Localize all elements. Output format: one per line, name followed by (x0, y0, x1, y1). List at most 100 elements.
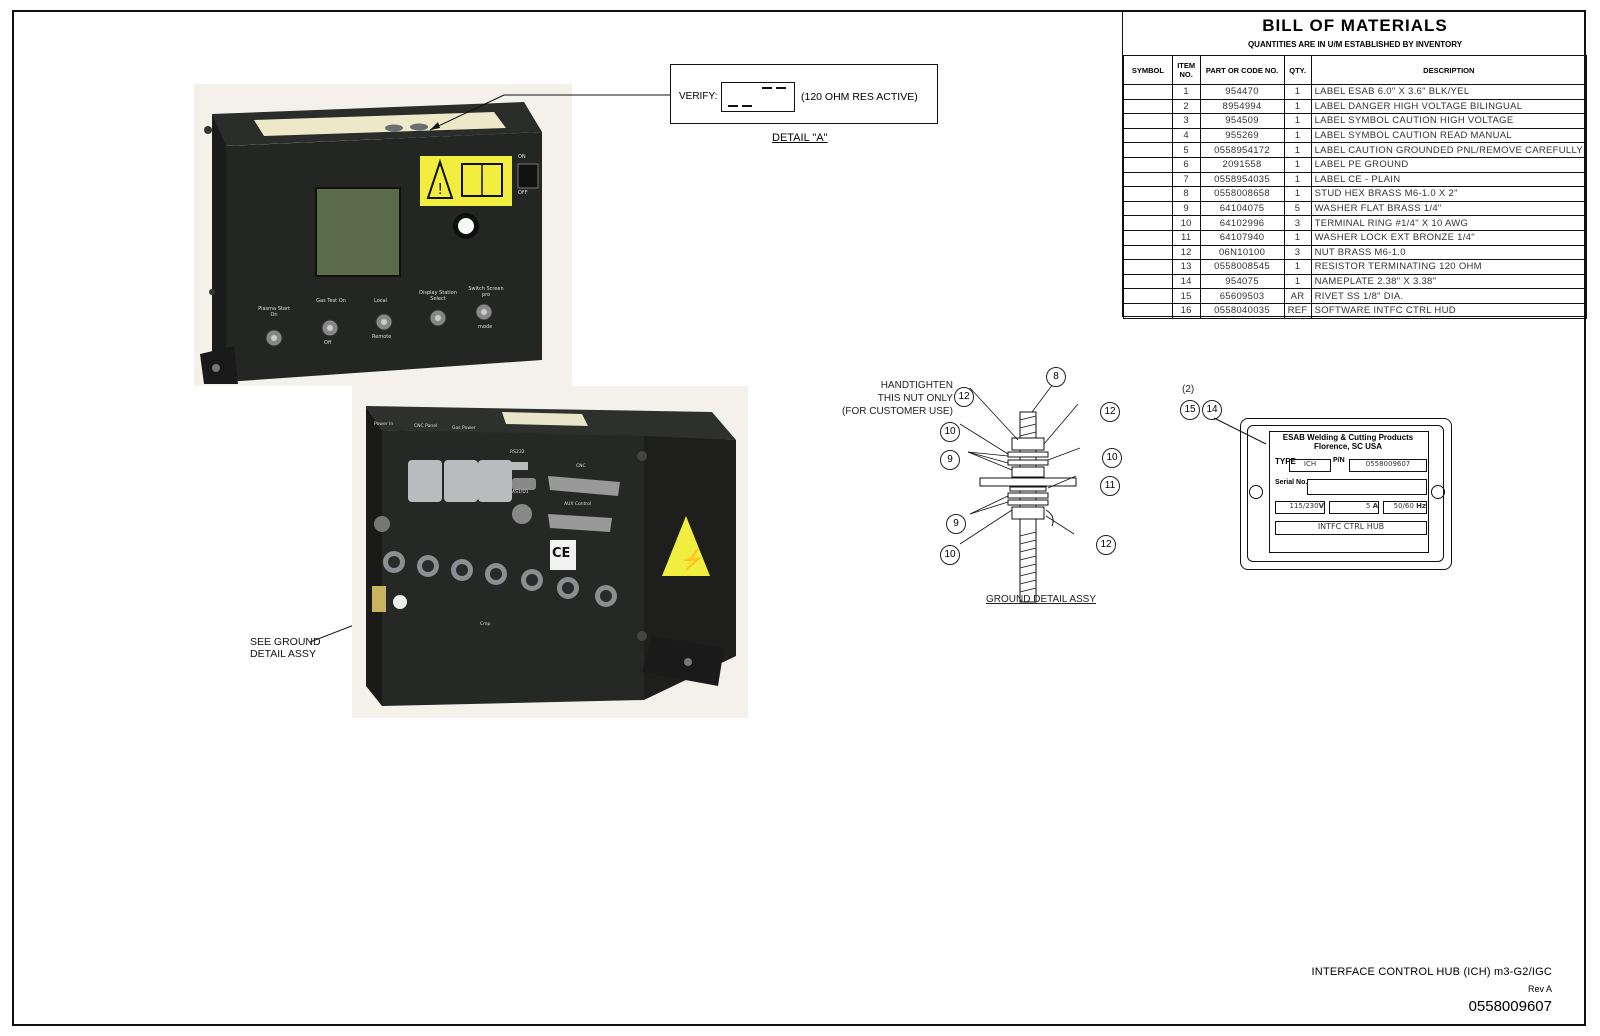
handtighten-line3: (FOR CUSTOMER USE) (842, 406, 953, 417)
switch-label-switch-screen: Switch Screen pro (468, 286, 504, 298)
svg-text:⚡: ⚡ (680, 547, 705, 571)
bom-subtitle: QUANTITIES ARE IN U/M ESTABLISHED BY INV… (1247, 40, 1463, 49)
callout-10-bottom: 10 (940, 545, 960, 565)
bom-header-part: PART OR CODE NO. (1199, 55, 1285, 85)
ce-mark: CE (552, 546, 571, 561)
verify-label: VERIFY: (679, 91, 718, 102)
bom-cell-description: SOFTWARE INTFC CTRL HUD (1310, 302, 1588, 319)
rear-label-cnc-panel: CNC Panel (414, 424, 438, 429)
pn-value: 0558009607 (1349, 459, 1427, 472)
bom-header-symbol: SYMBOL (1123, 55, 1173, 85)
power-off-label: OFF (518, 190, 528, 196)
switch-label-display-station: Display Station Select (419, 290, 457, 302)
freq-field: 50/60 Hz (1383, 501, 1427, 514)
pn-label: P/N (1333, 457, 1345, 464)
callout-10-left: 10 (940, 422, 960, 442)
handtighten-note: HANDTIGHTEN THIS NUT ONLY (FOR CUSTOMER … (842, 379, 953, 418)
ground-note-line1: SEE GROUND (250, 636, 321, 648)
callout-15: 15 (1180, 400, 1200, 420)
freq-value: 50/60 (1393, 502, 1414, 510)
front-panel-photo: ! ON OFF Plasma Start On Gas Test On Off… (194, 84, 572, 386)
bom-header-item: ITEM NO. (1171, 55, 1201, 85)
bom-cell-part: 0558040035 (1199, 302, 1285, 319)
ground-note: SEE GROUND DETAIL ASSY (250, 636, 321, 660)
nameplate: ESAB Welding & Cutting Products Florence… (1240, 418, 1452, 570)
amps-field: 5 A (1329, 501, 1379, 514)
callout-12-top: 12 (954, 387, 974, 407)
bom-header-description: DESCRIPTION (1310, 55, 1588, 85)
detail-a: VERIFY: (120 OHM RES ACTIVE) (670, 64, 938, 124)
callout-12-bottom: 12 (1096, 535, 1116, 555)
rear-label-rs232: RS232 (510, 450, 525, 455)
ground-note-line2: DETAIL ASSY (250, 648, 316, 660)
drawing-border (12, 10, 1586, 1026)
serial-field (1307, 479, 1427, 495)
amps-value: 5 (1365, 502, 1371, 510)
drawing-title: INTERFACE CONTROL HUB (ICH) m3-G2/IGC (1311, 966, 1552, 978)
bill-of-materials: BILL OF MATERIALS QUANTITIES ARE IN U/M … (1122, 12, 1588, 319)
rear-label-cmp: Cmp (480, 622, 491, 627)
handtighten-line2: THIS NUT ONLY (877, 393, 953, 404)
rear-label-power-in: Power In (374, 422, 394, 427)
callout-11: 11 (1100, 476, 1120, 496)
detail-a-caption: DETAIL "A" (772, 132, 828, 144)
switch-label-local: Local (374, 298, 387, 304)
callout-9-top: 9 (940, 450, 960, 470)
bom-cell-item: 16 (1171, 302, 1201, 319)
callout-8: 8 (1046, 367, 1066, 387)
rear-label-anybus: AS1/D1 (512, 490, 529, 495)
switch-sub-off: Off (324, 340, 332, 346)
ground-detail-caption: GROUND DETAIL ASSY (986, 594, 1097, 605)
rear-panel-drawing: ⚡ (366, 406, 736, 706)
nameplate-name: INTFC CTRL HUB (1275, 521, 1427, 535)
rear-label-gas-power: Gas Power (452, 426, 476, 431)
callout-12-right: 12 (1100, 402, 1120, 422)
nameplate-company: ESAB Welding & Cutting Products (1282, 433, 1414, 442)
switch-label-plasma-start: Plasma Start On (258, 306, 290, 318)
switch-sub-remote: Remote (372, 334, 392, 340)
bom-table: SYMBOL ITEM NO. PART OR CODE NO. QTY. DE… (1123, 55, 1588, 319)
rivet-hole-left (1249, 485, 1263, 499)
ground-detail-drawing (959, 379, 1081, 603)
voltage-unit: V (1318, 502, 1324, 510)
front-panel-drawing: ! (200, 102, 542, 384)
rear-label-aux-control: AUX Control (564, 502, 592, 507)
power-on-label: ON (518, 154, 526, 160)
rear-panel-photo: ⚡ Power In CNC Panel Gas Power RS232 CNC… (352, 386, 748, 718)
nameplate-qty-note: (2) (1182, 384, 1195, 395)
freq-unit: Hz (1416, 502, 1426, 510)
seven-segment-display (721, 82, 795, 112)
nameplate-location: Florence, SC USA (1313, 442, 1382, 451)
type-value: ICH (1289, 459, 1331, 472)
callout-9-bottom: 9 (946, 514, 966, 534)
handtighten-line1: HANDTIGHTEN (880, 380, 953, 391)
drawing-revision: Rev A (1527, 984, 1552, 994)
rear-label-cnc: CNC (576, 464, 586, 469)
callout-14: 14 (1202, 400, 1222, 420)
amps-unit: A (1372, 502, 1378, 510)
drawing-number: 0558009607 (1468, 998, 1552, 1015)
voltage-value: 115/230 (1289, 502, 1319, 510)
bom-title: BILL OF MATERIALS (1262, 16, 1448, 35)
callout-10-right: 10 (1102, 448, 1122, 468)
resistor-note: (120 OHM RES ACTIVE) (801, 91, 918, 103)
bom-cell-symbol (1123, 302, 1173, 319)
type-label: TYPE (1275, 457, 1296, 466)
switch-label-gas-test: Gas Test On (316, 298, 346, 304)
voltage-field: 115/230V (1275, 501, 1325, 514)
rivet-hole-right (1431, 485, 1445, 499)
svg-text:!: ! (438, 181, 442, 198)
serial-label: Serial No. (1275, 479, 1308, 486)
switch-sub-mode: mode (478, 324, 493, 330)
